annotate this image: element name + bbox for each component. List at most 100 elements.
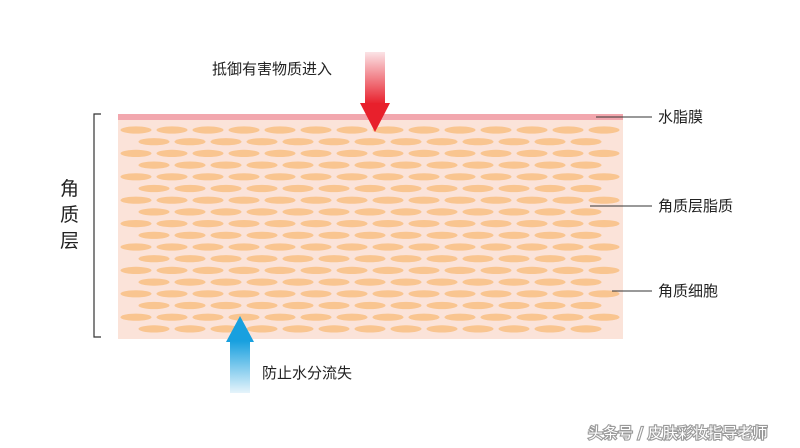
corneocyte bbox=[282, 325, 314, 333]
corneocyte bbox=[300, 126, 332, 134]
corneocyte bbox=[300, 243, 332, 251]
corneocyte bbox=[534, 255, 566, 263]
corneocyte bbox=[354, 138, 386, 146]
label-corneocyte: 角质细胞 bbox=[658, 282, 718, 300]
corneocyte bbox=[480, 196, 512, 204]
corneocyte bbox=[336, 220, 368, 228]
corneocyte bbox=[570, 138, 602, 146]
corneocyte bbox=[246, 278, 278, 286]
corneocyte bbox=[264, 313, 296, 321]
corneocyte bbox=[534, 301, 566, 310]
corneocyte bbox=[192, 313, 224, 321]
corneocyte bbox=[228, 243, 260, 251]
corneocyte bbox=[336, 243, 368, 251]
corneocyte bbox=[390, 138, 422, 146]
corneocyte bbox=[210, 301, 242, 310]
corneocyte bbox=[372, 149, 404, 157]
corneocyte bbox=[282, 161, 314, 169]
corneocyte bbox=[570, 161, 602, 169]
corneocyte bbox=[570, 278, 602, 286]
corneocyte-grid bbox=[120, 126, 620, 333]
label-water-lipid-film: 水脂膜 bbox=[658, 108, 703, 126]
corneocyte bbox=[390, 301, 422, 310]
corneocyte bbox=[498, 184, 530, 193]
watermark: 头条号 / 皮肤彩妆指导老师 bbox=[588, 424, 768, 442]
corneocyte bbox=[174, 325, 206, 333]
corneocyte bbox=[246, 325, 278, 333]
corneocyte bbox=[336, 290, 368, 298]
corneocyte bbox=[354, 161, 386, 169]
corneocyte bbox=[192, 220, 224, 228]
corneocyte bbox=[318, 255, 350, 263]
corneocyte bbox=[354, 325, 386, 333]
corneocyte bbox=[426, 184, 458, 193]
corneocyte bbox=[156, 266, 188, 274]
corneocyte bbox=[390, 184, 422, 193]
corneocyte bbox=[192, 266, 224, 274]
corneocyte bbox=[120, 266, 152, 274]
corneocyte bbox=[138, 208, 170, 216]
corneocyte bbox=[534, 138, 566, 146]
corneocyte bbox=[498, 301, 530, 310]
corneocyte bbox=[408, 173, 440, 181]
corneocyte bbox=[462, 208, 494, 216]
corneocyte bbox=[534, 161, 566, 169]
corneocyte bbox=[300, 220, 332, 228]
corneocyte bbox=[156, 173, 188, 181]
corneocyte bbox=[444, 313, 476, 321]
corneocyte bbox=[372, 196, 404, 204]
corneocyte bbox=[282, 231, 314, 239]
corneocyte bbox=[174, 301, 206, 310]
corneocyte bbox=[570, 208, 602, 216]
corneocyte bbox=[228, 266, 260, 274]
corneocyte bbox=[210, 231, 242, 239]
corneocyte bbox=[336, 173, 368, 181]
corneocyte bbox=[156, 313, 188, 321]
corneocyte bbox=[318, 325, 350, 333]
corneocyte bbox=[426, 255, 458, 263]
corneocyte bbox=[462, 161, 494, 169]
corneocyte bbox=[300, 149, 332, 157]
corneocyte bbox=[228, 290, 260, 298]
corneocyte bbox=[120, 149, 152, 157]
corneocyte bbox=[156, 126, 188, 134]
corneocyte bbox=[192, 290, 224, 298]
corneocyte bbox=[138, 231, 170, 239]
corneocyte bbox=[246, 301, 278, 310]
corneocyte bbox=[156, 243, 188, 251]
corneocyte bbox=[462, 231, 494, 239]
corneocyte bbox=[210, 208, 242, 216]
corneocyte bbox=[552, 243, 584, 251]
corneocyte bbox=[516, 173, 548, 181]
corneocyte bbox=[390, 325, 422, 333]
arrow-down-icon bbox=[360, 52, 390, 132]
corneocyte bbox=[444, 196, 476, 204]
corneocyte bbox=[588, 313, 620, 321]
corneocyte bbox=[372, 126, 404, 134]
corneocyte bbox=[138, 325, 170, 333]
corneocyte bbox=[300, 196, 332, 204]
corneocyte bbox=[246, 255, 278, 263]
corneocyte bbox=[282, 208, 314, 216]
corneocyte bbox=[282, 255, 314, 263]
corneocyte bbox=[408, 126, 440, 134]
corneocyte bbox=[300, 173, 332, 181]
corneocyte bbox=[138, 278, 170, 286]
corneocyte bbox=[156, 220, 188, 228]
corneocyte bbox=[498, 138, 530, 146]
corneocyte bbox=[282, 138, 314, 146]
corneocyte bbox=[318, 161, 350, 169]
corneocyte bbox=[264, 220, 296, 228]
corneocyte bbox=[462, 184, 494, 193]
arrow-up-icon bbox=[226, 316, 254, 393]
corneocyte bbox=[228, 313, 260, 321]
corneocyte bbox=[372, 220, 404, 228]
corneocyte bbox=[426, 301, 458, 310]
corneocyte bbox=[588, 220, 620, 228]
corneocyte bbox=[354, 208, 386, 216]
corneocyte bbox=[462, 278, 494, 286]
corneocyte bbox=[354, 278, 386, 286]
corneocyte bbox=[210, 184, 242, 193]
corneocyte bbox=[444, 126, 476, 134]
